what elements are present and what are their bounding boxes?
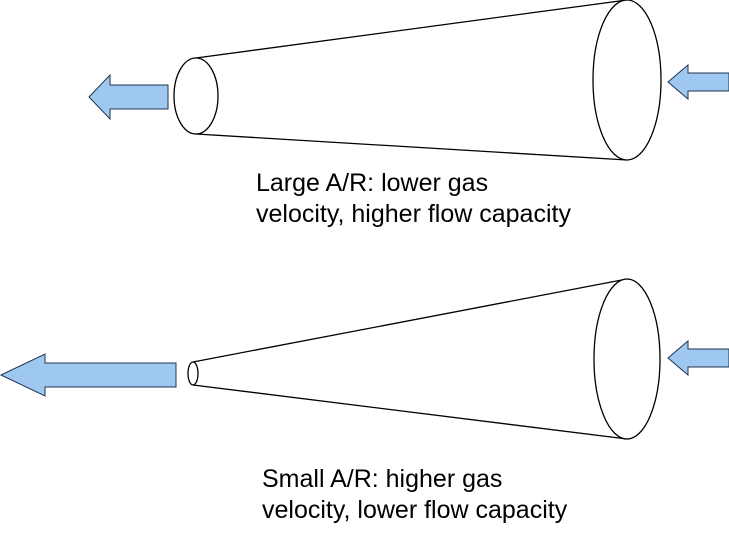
small-ar-caption-line1: Small A/R: higher gas xyxy=(262,465,503,493)
small-ar-caption: Small A/R: higher gas velocity, lower fl… xyxy=(262,464,567,526)
large-cone-outlet-ellipse xyxy=(173,57,219,135)
large-ar-caption-line1: Large A/R: lower gas xyxy=(256,169,489,197)
large-outlet-arrow xyxy=(88,73,169,121)
small-cone-top-edge xyxy=(192,278,628,363)
small-inlet-arrow xyxy=(667,339,729,377)
large-ar-cone xyxy=(173,0,662,161)
small-outlet-arrow xyxy=(0,353,177,397)
large-inlet-arrow xyxy=(667,63,729,101)
small-cone-bottom-edge xyxy=(192,384,628,440)
large-cone-inlet-ellipse xyxy=(592,0,662,161)
large-cone-bottom-edge xyxy=(195,133,628,161)
small-cone-outlet-ellipse xyxy=(187,361,199,386)
large-ar-caption: Large A/R: lower gas velocity, higher fl… xyxy=(256,168,571,230)
large-ar-caption-line2: velocity, higher flow capacity xyxy=(256,200,571,228)
small-ar-cone xyxy=(187,278,661,440)
large-cone-top-edge xyxy=(195,0,628,59)
small-cone-inlet-ellipse xyxy=(593,278,661,440)
small-ar-caption-line2: velocity, lower flow capacity xyxy=(262,496,568,524)
